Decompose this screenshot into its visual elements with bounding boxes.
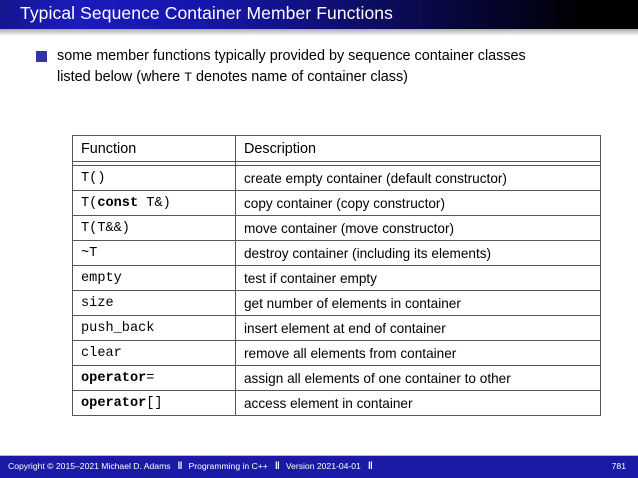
table-row: T(const T&)copy container (copy construc… bbox=[72, 190, 601, 216]
page-title: Typical Sequence Container Member Functi… bbox=[20, 3, 393, 23]
bullet-line-2-prefix: listed below (where bbox=[57, 69, 185, 85]
cell-function: operator[] bbox=[72, 390, 236, 416]
cell-description: get number of elements in container bbox=[235, 290, 601, 316]
cell-description: insert element at end of container bbox=[235, 315, 601, 341]
table-row: operator=assign all elements of one cont… bbox=[72, 365, 601, 391]
cell-description: destroy container (including its element… bbox=[235, 240, 601, 266]
cell-function: clear bbox=[72, 340, 236, 366]
page-number: 781 bbox=[611, 461, 626, 471]
square-bullet-icon bbox=[36, 51, 47, 62]
column-header-function: Function bbox=[72, 135, 236, 162]
table-row: operator[]access element in container bbox=[72, 390, 601, 416]
title-bar-shadow bbox=[0, 29, 638, 36]
cell-function: empty bbox=[72, 265, 236, 291]
footer-separator-3: ‖ bbox=[367, 461, 373, 472]
bullet-line-2-suffix: denotes name of container class) bbox=[192, 69, 408, 85]
cell-function: T(const T&) bbox=[72, 190, 236, 216]
cell-function: operator= bbox=[72, 365, 236, 391]
cell-description: remove all elements from container bbox=[235, 340, 601, 366]
member-functions-table: Function Description T()create empty con… bbox=[72, 135, 601, 416]
table-row: T(T&&)move container (move constructor) bbox=[72, 215, 601, 241]
bullet-item: some member functions typically provided… bbox=[36, 46, 626, 88]
column-header-description: Description bbox=[235, 135, 601, 162]
footer-left-text: Copyright © 2015–2021 Michael D. Adams ‖ P… bbox=[8, 461, 379, 472]
cell-function: T(T&&) bbox=[72, 215, 236, 241]
cell-description: copy container (copy constructor) bbox=[235, 190, 601, 216]
cell-description: access element in container bbox=[235, 390, 601, 416]
footer-course: Programming in C++ bbox=[188, 461, 268, 471]
cell-function: push_back bbox=[72, 315, 236, 341]
footer-separator-1: ‖ bbox=[177, 461, 183, 472]
table-header-row: Function Description bbox=[72, 135, 601, 162]
cell-description: assign all elements of one container to … bbox=[235, 365, 601, 391]
footer-separator-2: ‖ bbox=[274, 461, 280, 472]
bullet-line-1: some member functions typically provided… bbox=[57, 48, 526, 64]
table-body: T()create empty container (default const… bbox=[72, 165, 601, 416]
cell-description: test if container empty bbox=[235, 265, 601, 291]
table-row: T()create empty container (default const… bbox=[72, 165, 601, 191]
footer-version: Version 2021-04-01 bbox=[285, 461, 361, 471]
cell-function: ~T bbox=[72, 240, 236, 266]
cell-description: create empty container (default construc… bbox=[235, 165, 601, 191]
footer-copyright: Copyright © 2015–2021 Michael D. Adams bbox=[8, 461, 171, 471]
cell-function: size bbox=[72, 290, 236, 316]
cell-description: move container (move constructor) bbox=[235, 215, 601, 241]
bullet-line-2-code: T bbox=[184, 70, 192, 85]
footer-bar: Copyright © 2015–2021 Michael D. Adams ‖ P… bbox=[0, 456, 638, 478]
table-header: Function Description bbox=[72, 135, 601, 166]
footer-divider bbox=[0, 455, 638, 456]
bullet-text: some member functions typically provided… bbox=[57, 46, 626, 88]
cell-function: T() bbox=[72, 165, 236, 191]
slide-title-bar: Typical Sequence Container Member Functi… bbox=[0, 0, 638, 29]
